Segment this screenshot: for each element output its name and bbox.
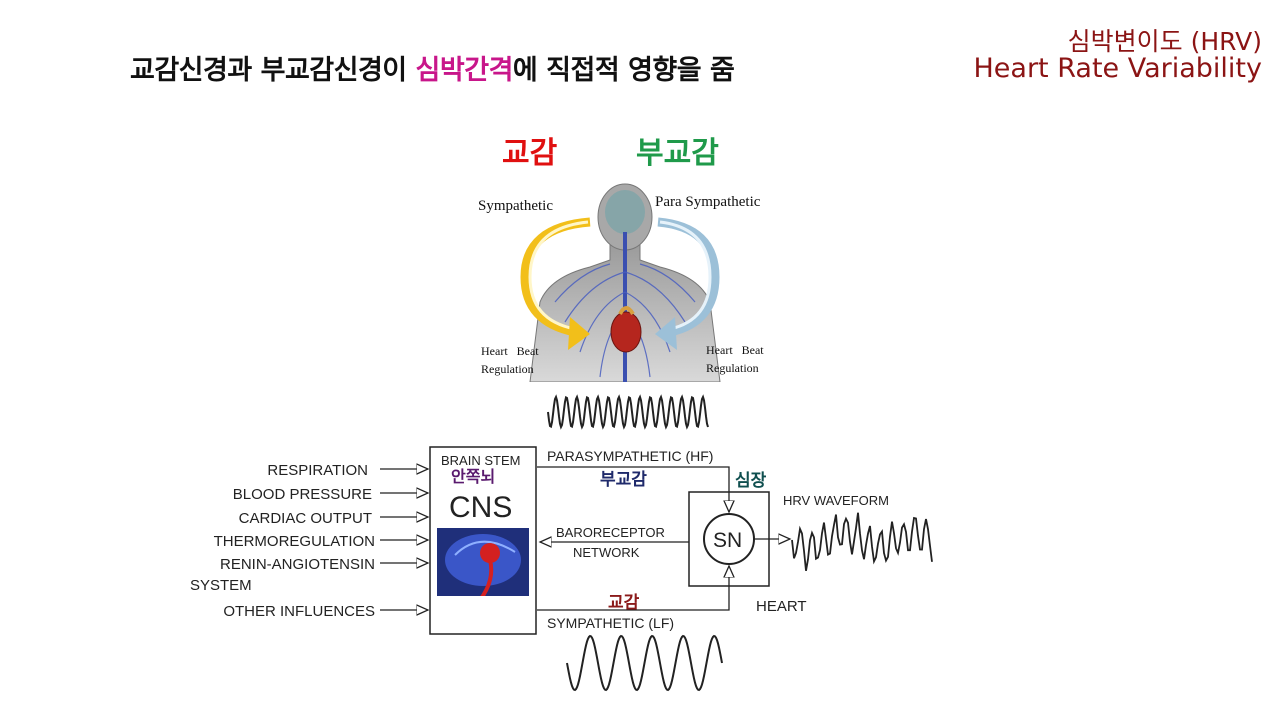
corner-title-en: Heart Rate Variability	[973, 53, 1263, 84]
corner-title-kr: 심박변이도 (HRV)	[1067, 27, 1262, 56]
label-parasympathetic-en: Para Sympathetic	[655, 194, 761, 210]
label-sympathetic-kr: 교감	[502, 136, 558, 171]
cns-label: CNS	[449, 491, 512, 524]
label-heartbeat-left-1: Heart Beat	[481, 344, 539, 358]
sympathetic-lf-label: SYMPATHETIC (LF)	[547, 615, 674, 631]
input-renin-angiotensin: RENIN-ANGIOTENSIN	[220, 556, 375, 573]
headline: 교감신경과 부교감신경이 심박간격에 직접적 영향을 줌	[130, 48, 735, 87]
input-respiration: RESPIRATION	[267, 462, 368, 479]
headline-highlight: 심박간격	[415, 55, 514, 86]
heart-label: HEART	[756, 598, 807, 615]
hrv-block-diagram: RESPIRATION BLOOD PRESSURE CARDIAC OUTPU…	[190, 394, 933, 692]
parasympathetic-path	[537, 466, 729, 512]
label-parasympathetic-kr: 부교감	[636, 136, 719, 171]
hrv-waveform-signal	[791, 512, 933, 571]
input-cardiac-output: CARDIAC OUTPUT	[239, 510, 372, 527]
input-system: SYSTEM	[190, 577, 252, 594]
body-illustration	[470, 182, 780, 382]
brainstem-kr: 안쪽뇌	[451, 468, 495, 486]
brainstem-label: BRAIN STEM	[441, 453, 520, 468]
label-heartbeat-left-2: Regulation	[481, 362, 534, 376]
brain-image	[437, 528, 529, 627]
input-blood-pressure: BLOOD PRESSURE	[233, 486, 372, 503]
label-heartbeat-right-1: Heart Beat	[706, 343, 764, 357]
parasympathetic-hf-label: PARASYMPATHETIC (HF)	[547, 448, 713, 464]
label-sympathetic-en: Sympathetic	[478, 198, 553, 214]
input-thermoregulation: THERMOREGULATION	[214, 533, 375, 550]
network-label: NETWORK	[573, 545, 640, 560]
headline-part1: 교감신경과 부교감신경이	[130, 55, 416, 86]
parasympathetic-kr-label: 부교감	[600, 470, 647, 489]
heart-kr-label: 심장	[735, 471, 767, 490]
input-other-influences: OTHER INFLUENCES	[223, 603, 375, 620]
sympathetic-path	[537, 566, 729, 611]
lf-waveform	[566, 634, 723, 692]
hrv-waveform-label: HRV WAVEFORM	[783, 493, 889, 508]
hf-waveform	[547, 394, 709, 430]
sn-label: SN	[713, 529, 742, 552]
baroreceptor-label: BARORECEPTOR	[556, 525, 665, 540]
sympathetic-kr-label: 교감	[608, 593, 640, 612]
label-heartbeat-right-2: Regulation	[706, 361, 759, 375]
headline-part2: 에 직접적 영향을 줌	[512, 55, 735, 86]
